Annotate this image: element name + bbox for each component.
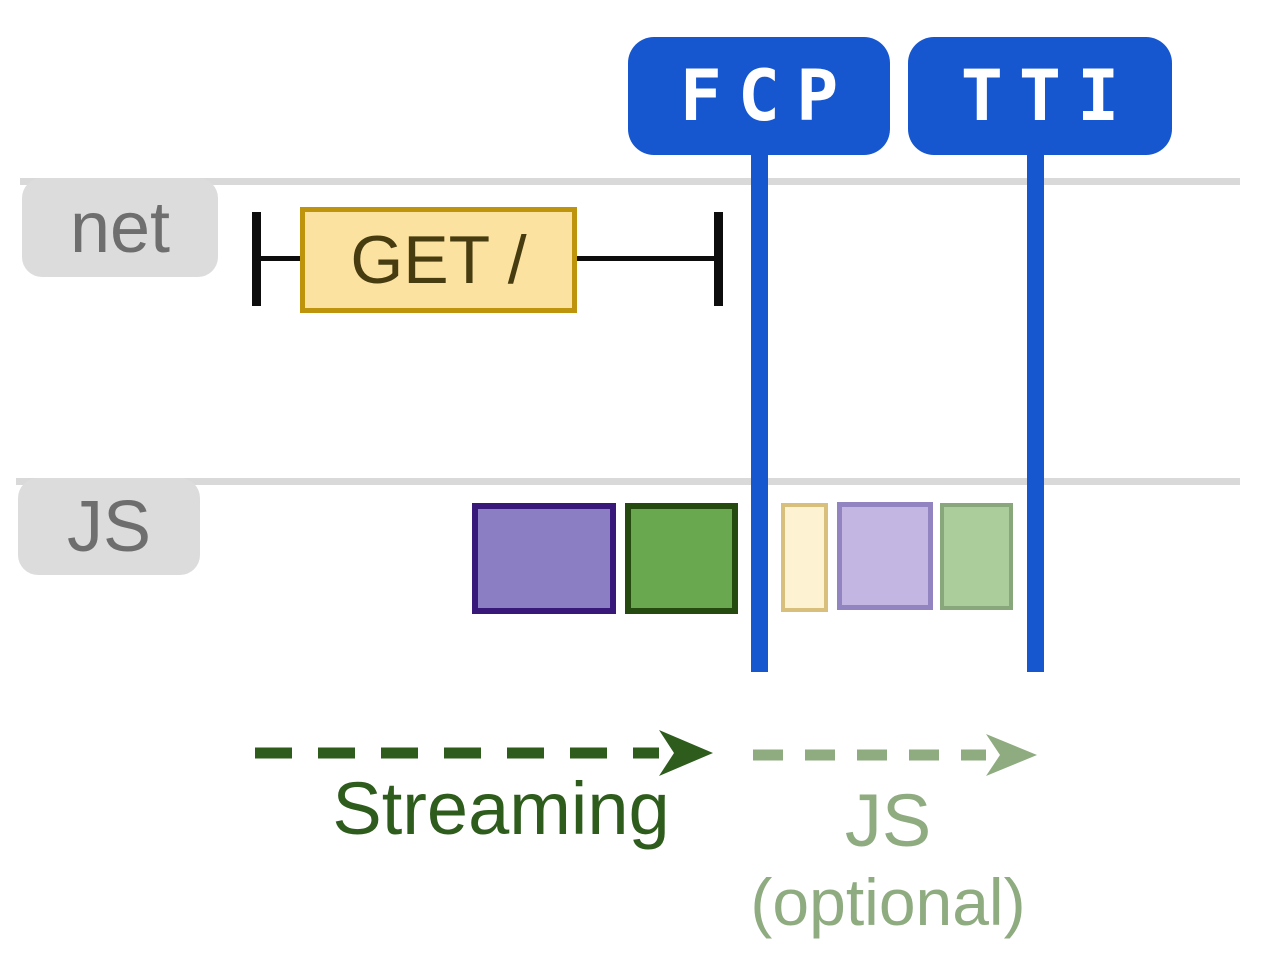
net-lane-tab: net (22, 178, 218, 277)
fcp-badge: FCP (628, 37, 890, 155)
net-lane-label: net (69, 187, 171, 268)
streaming-arrowhead-icon (659, 730, 713, 776)
js-phase-label: JS (844, 779, 932, 862)
request-start-tick (252, 212, 261, 306)
tti-badge: TTI (908, 37, 1172, 155)
net-lane-line (20, 178, 1240, 185)
get-request-box: GET / (300, 207, 577, 313)
js-task-block-green-faded (940, 503, 1013, 610)
fcp-badge-label: FCP (679, 55, 855, 137)
js-phase-sublabel: (optional) (750, 865, 1026, 939)
get-request-label: GET / (350, 222, 527, 298)
streaming-phase-label: Streaming (332, 767, 670, 850)
js-task-block-yellow-faded (781, 503, 828, 612)
js-lane-tab: JS (18, 478, 200, 575)
js-phase-arrow (753, 734, 1037, 776)
js-lane-label: JS (66, 486, 152, 567)
tti-marker-line (1027, 150, 1044, 672)
tti-badge-label: TTI (960, 55, 1136, 137)
js-arrowhead-icon (986, 734, 1037, 776)
js-lane-line (16, 478, 1240, 485)
fcp-marker-line (751, 150, 768, 672)
js-task-block-purple (472, 503, 616, 614)
js-task-block-green (625, 503, 738, 614)
js-task-block-purple-faded (837, 502, 933, 610)
streaming-phase-arrow (255, 730, 713, 776)
request-end-tick (714, 212, 723, 306)
